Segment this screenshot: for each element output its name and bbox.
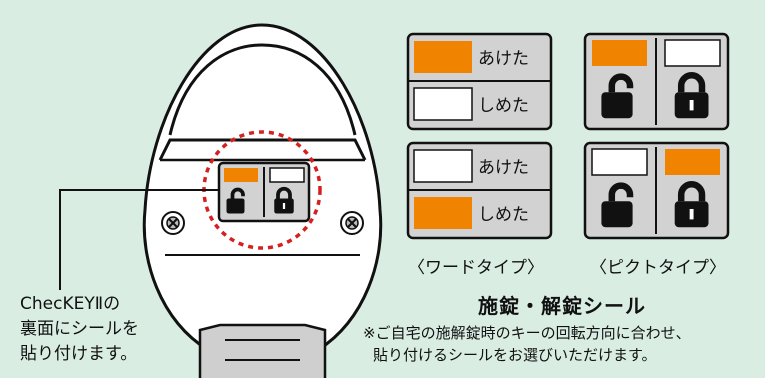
callout-line-2: 裏面にシールを <box>20 319 139 339</box>
screw-icon <box>161 211 185 235</box>
callout-line <box>59 189 219 290</box>
pict-type-caption: 〈ピクトタイプ〉 <box>590 258 726 278</box>
note-line-1: ※ご自宅の施解錠時のキーの回転方向に合わせ、 <box>363 324 691 342</box>
pict-card-top <box>583 32 730 131</box>
word-type-caption: 〈ワードタイプ〉 <box>408 258 544 278</box>
callout-line-3: 貼り付けます。 <box>20 344 138 364</box>
screw-icon <box>340 211 364 235</box>
word-card-top-close-label: しめた <box>478 96 529 116</box>
callout-line-1: ChecKEYⅡの <box>20 294 121 314</box>
word-card-bottom <box>406 141 553 240</box>
callout-text: ChecKEYⅡの 裏面にシールを 貼り付けます。 <box>20 292 220 367</box>
word-card-top-open-label: あけた <box>478 49 529 69</box>
pict-card-bottom <box>583 141 730 240</box>
word-card-bottom-open-label: あけた <box>478 158 529 178</box>
word-card-top <box>406 32 553 131</box>
key-sticker <box>217 161 311 223</box>
note-line-2: 貼り付けるシールをお選びいただけます。 <box>373 346 657 364</box>
word-card-bottom-close-label: しめた <box>478 205 529 225</box>
note-text: ※ご自宅の施解錠時のキーの回転方向に合わせ、 貼り付けるシールをお選びいただけま… <box>363 322 763 366</box>
page-title: 施錠・解錠シール <box>478 294 646 318</box>
